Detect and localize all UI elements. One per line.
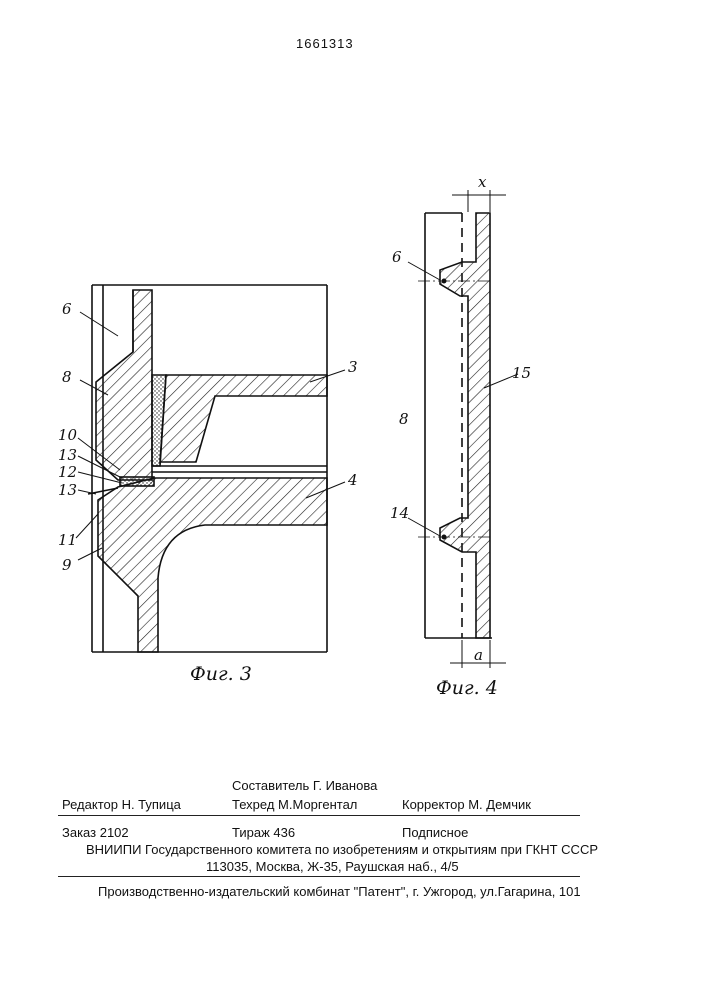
fig4-label-a: a bbox=[474, 646, 483, 664]
fig3-label-9: 9 bbox=[62, 556, 72, 574]
fig4-drawing bbox=[418, 190, 506, 668]
fig4-caption: Фиг. 4 bbox=[436, 677, 498, 699]
imprint-subscription: Подписное bbox=[402, 825, 468, 840]
imprint-rule-top bbox=[58, 815, 580, 816]
fig4-label-14: 14 bbox=[390, 504, 409, 522]
fig3-label-4: 4 bbox=[347, 471, 358, 489]
fig3-caption: Фиг. 3 bbox=[190, 663, 252, 685]
imprint-publisher: Производственно-издательский комбинат "П… bbox=[98, 884, 581, 899]
fig4-point-6 bbox=[442, 279, 447, 284]
fig4-label-6: 6 bbox=[392, 248, 402, 266]
fig3-label-8: 8 bbox=[62, 368, 72, 386]
fig3-label-11: 11 bbox=[58, 531, 77, 549]
fig4-label-8: 8 bbox=[399, 410, 409, 428]
fig3-label-10: 10 bbox=[58, 426, 78, 444]
fig3-label-3: 3 bbox=[348, 358, 358, 376]
fig4-label-x: x bbox=[478, 173, 487, 191]
fig3-drawing bbox=[88, 285, 327, 652]
imprint-circulation: Тираж 436 bbox=[232, 825, 295, 840]
fig4-labels: x 6 15 8 14 a bbox=[390, 173, 531, 664]
imprint-editor: Редактор Н. Тупица bbox=[62, 797, 181, 812]
fig3-label-13a: 13 bbox=[58, 446, 77, 464]
imprint-address: 113035, Москва, Ж-35, Раушская наб., 4/5 bbox=[206, 859, 459, 874]
fig4-point-14 bbox=[442, 535, 447, 540]
fig3-label-12: 12 bbox=[58, 463, 77, 481]
imprint-rule-bottom bbox=[58, 876, 580, 877]
fig3-label-13b: 13 bbox=[58, 481, 77, 499]
imprint-techred: Техред М.Моргентал bbox=[232, 797, 357, 812]
fig4-label-15: 15 bbox=[512, 364, 531, 382]
imprint-corrector: Корректор М. Демчик bbox=[402, 797, 531, 812]
imprint-compiler: Составитель Г. Иванова bbox=[232, 778, 377, 793]
imprint-institution: ВНИИПИ Государственного комитета по изоб… bbox=[86, 842, 598, 857]
imprint-order: Заказ 2102 bbox=[62, 825, 129, 840]
fig3-label-6: 6 bbox=[62, 300, 72, 318]
